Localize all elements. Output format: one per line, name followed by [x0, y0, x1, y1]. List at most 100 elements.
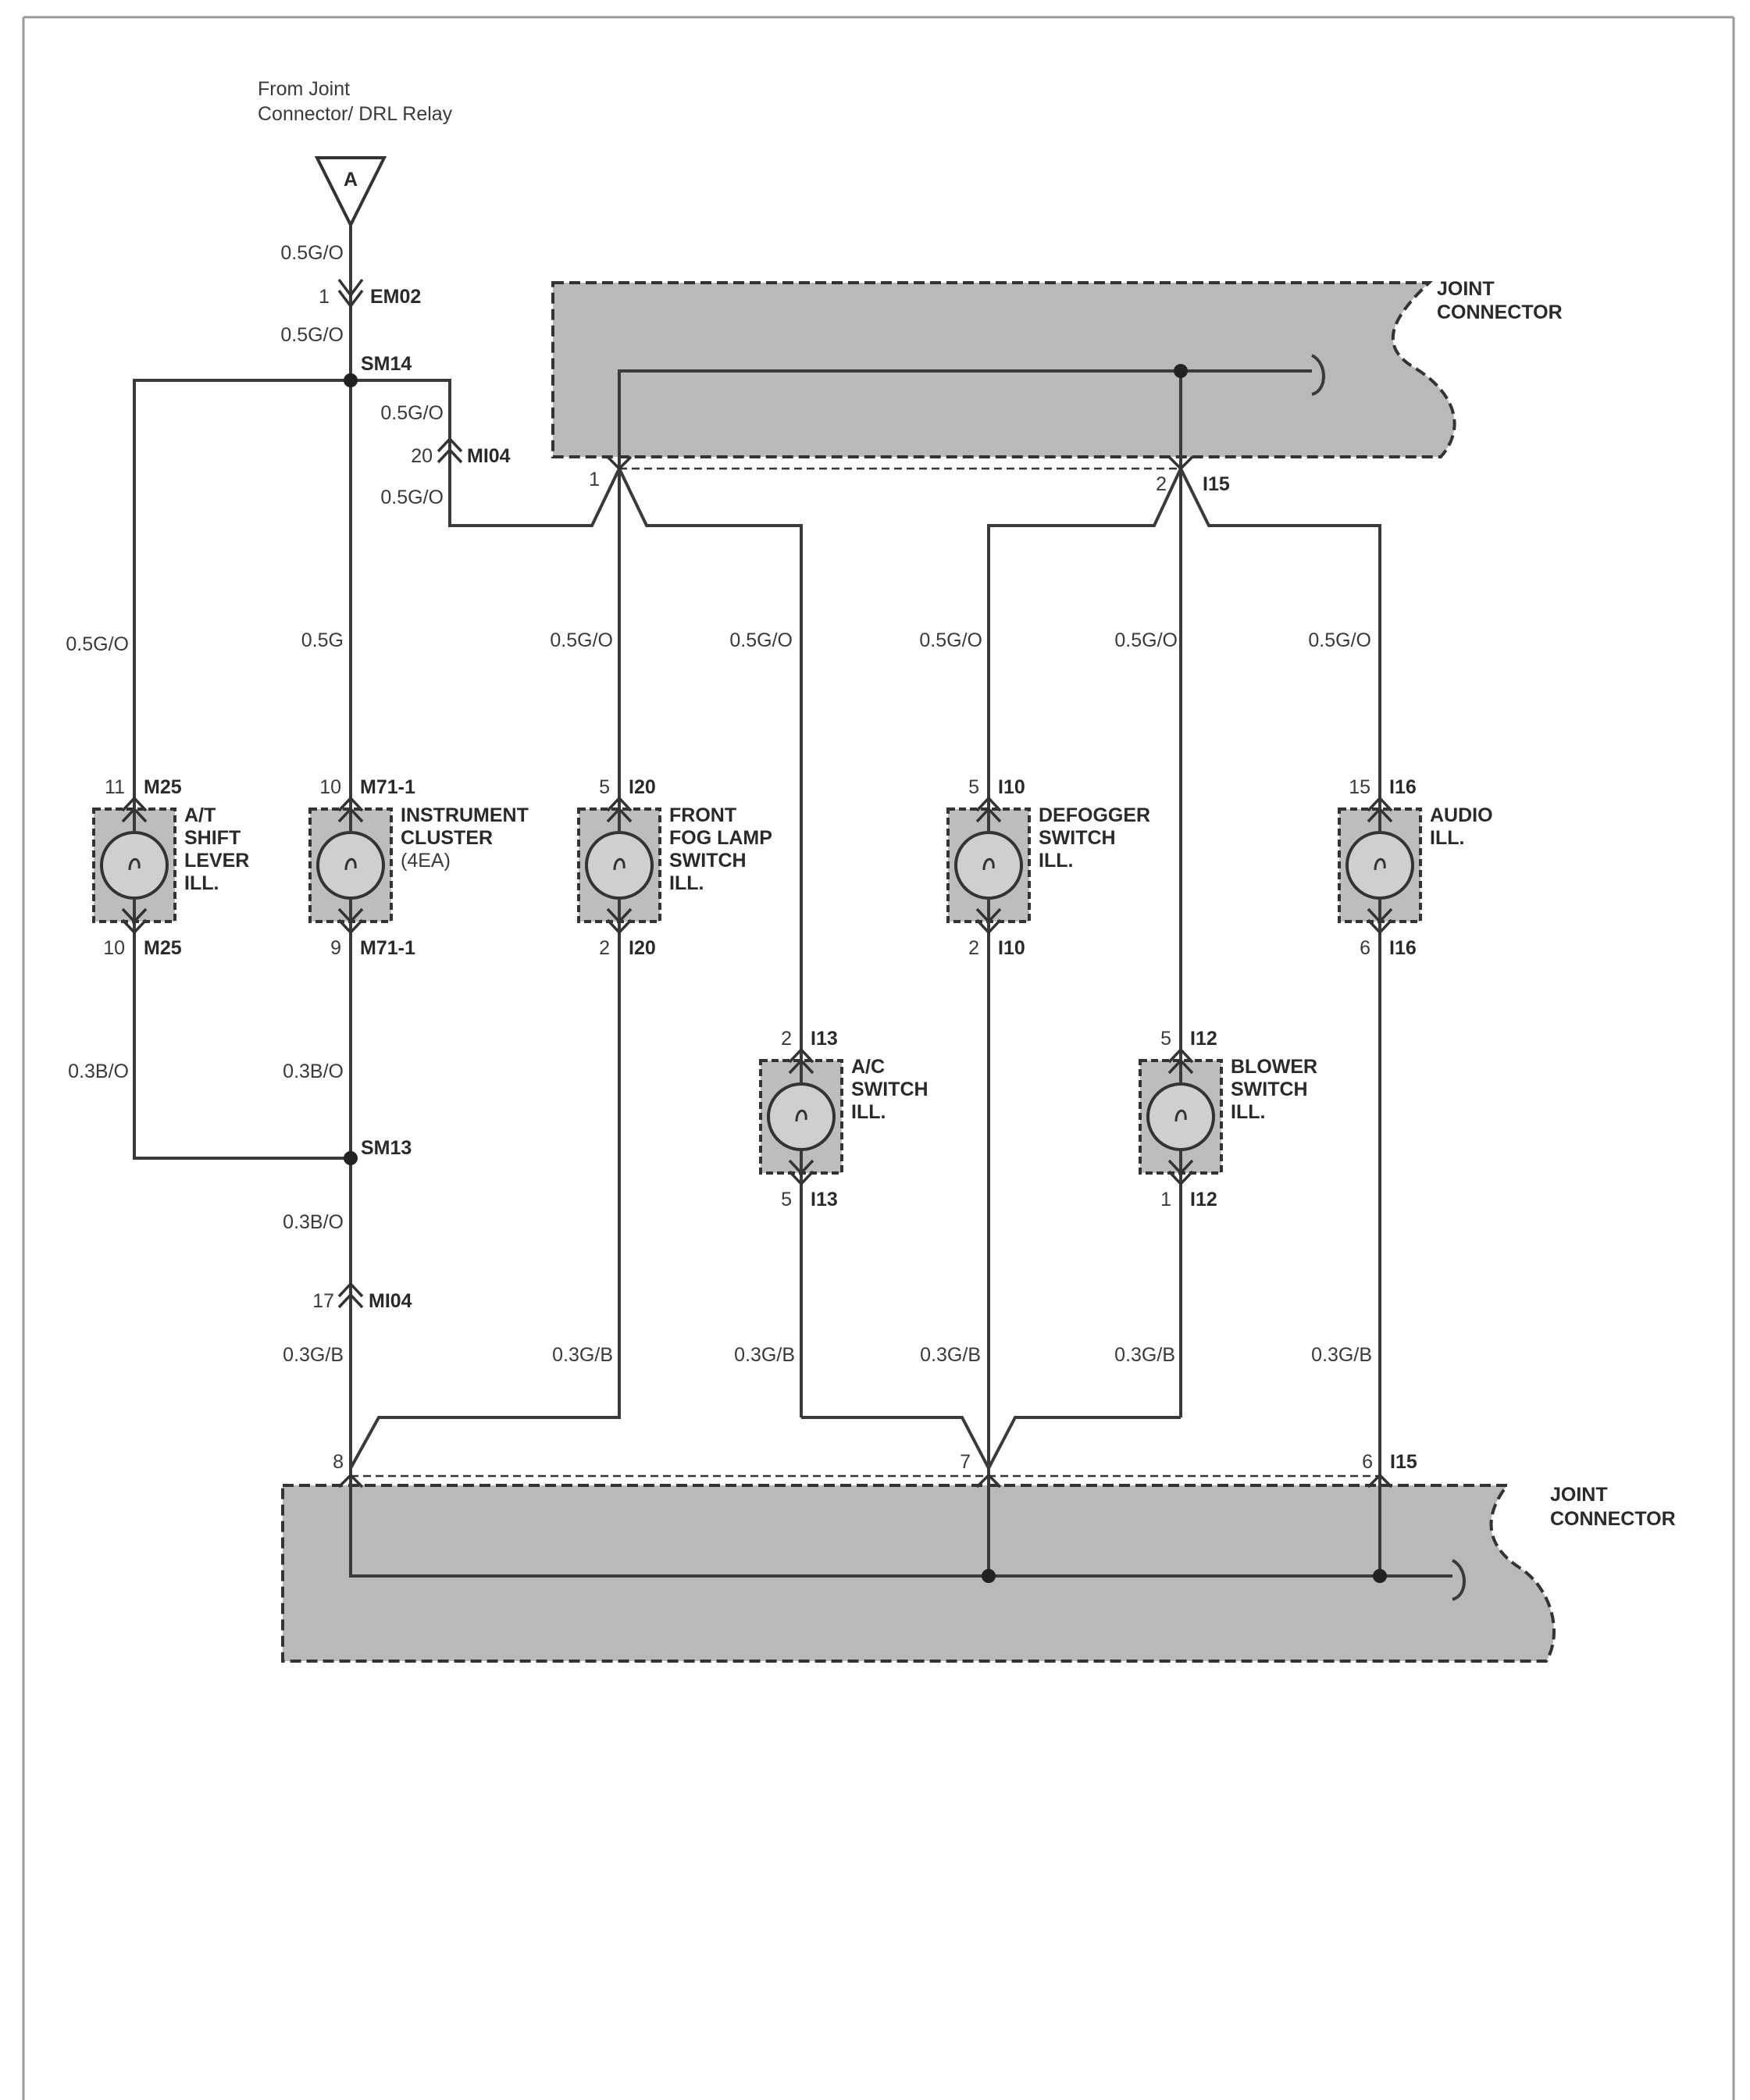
top-connector-code: M71-1 — [360, 776, 415, 798]
splice-sm13-label: SM13 — [361, 1137, 412, 1159]
joint-bottom-dot-right — [1373, 1569, 1387, 1583]
component-name-line: AUDIO — [1430, 804, 1493, 826]
joint-connector-top-title2: CONNECTOR — [1437, 301, 1563, 323]
wire-label: 0.3G/B — [283, 1344, 344, 1366]
wire-label: 0.5G/O — [380, 487, 444, 508]
pin-down-icon — [1167, 1170, 1194, 1186]
component-name-line: DEFOGGER — [1039, 804, 1150, 826]
top-connector-code: I10 — [998, 776, 1025, 798]
component-name-line: ILL. — [669, 872, 704, 894]
component-name-line: ILL. — [851, 1101, 886, 1123]
pin-up-icon — [337, 807, 364, 823]
wire-label: 0.5G/O — [729, 629, 793, 651]
pin-up-icon — [1367, 796, 1393, 812]
top-pin-number: 10 — [319, 776, 341, 798]
lamp-filament-icon — [795, 1109, 807, 1122]
jc-bottom-pin-right: 6 — [1362, 1451, 1373, 1473]
bottom-pin-number: 2 — [599, 937, 610, 959]
pin-down-icon — [975, 907, 1002, 924]
wires — [133, 225, 1466, 1601]
jc-bottom-pin-mid: 7 — [960, 1451, 971, 1473]
lamp-filament-icon — [1374, 857, 1386, 871]
lamp-bulb-icon — [767, 1082, 836, 1151]
pin-up-icon — [121, 807, 148, 823]
top-connector-code: I16 — [1389, 776, 1417, 798]
wire-label: 0.3G/B — [1114, 1344, 1175, 1366]
top-pin-number: 5 — [599, 776, 610, 798]
lamp-filament-icon — [982, 857, 995, 871]
joint-connector-bottom-title2: CONNECTOR — [1550, 1508, 1676, 1530]
pin-up-icon — [788, 1058, 814, 1075]
wire-label: 0.5G — [301, 629, 344, 651]
pin-down-icon — [1367, 907, 1393, 924]
splice-sm13-dot — [344, 1151, 358, 1165]
wire-label: 0.5G/O — [66, 633, 129, 655]
lamp-filament-icon — [344, 857, 357, 871]
joint-top-dot — [1174, 364, 1188, 378]
source-triangle-icon — [314, 156, 387, 229]
wire-label: 0.3G/B — [552, 1344, 613, 1366]
mi04-top-code: MI04 — [467, 445, 511, 467]
component-name-line: ILL. — [1430, 827, 1464, 849]
jc-bottom-code: I15 — [1390, 1451, 1417, 1473]
connector-em02: 1 EM02 — [319, 278, 421, 308]
wire-label: 0.3B/O — [283, 1211, 344, 1233]
component-name-line: A/T — [184, 804, 216, 826]
wire-label: 0.3G/B — [734, 1344, 795, 1366]
component-name-line: CLUSTER — [401, 827, 493, 849]
top-connector-code: I20 — [629, 776, 656, 798]
component-name-line: ILL. — [1039, 850, 1073, 872]
component-name-line: SWITCH — [1039, 827, 1116, 849]
pin-up-icon — [1167, 1047, 1194, 1064]
pin-down-icon — [121, 918, 148, 935]
component-name-line: ILL. — [1231, 1101, 1265, 1123]
top-pin-number: 5 — [1160, 1028, 1171, 1050]
component-name-line: SWITCH — [851, 1079, 928, 1100]
bottom-pin-number: 6 — [1360, 937, 1370, 959]
pin-down-icon — [788, 1159, 814, 1175]
component-name-line: (4EA) — [401, 850, 451, 872]
jc-top-pin-right: 2 — [1156, 473, 1167, 495]
em02-pin: 1 — [319, 286, 330, 308]
jc-bottom-pin7-icon — [975, 1473, 1002, 1489]
lamp-filament-icon — [1174, 1109, 1187, 1122]
pin-down-icon — [606, 918, 633, 935]
pin-up-icon — [975, 807, 1002, 823]
component-name-line: INSTRUMENT — [401, 804, 529, 826]
wire-label: 0.3B/O — [68, 1061, 129, 1082]
bottom-connector-code: I20 — [629, 937, 656, 959]
component-name-line: LEVER — [184, 850, 249, 872]
bottom-connector-code: I10 — [998, 937, 1025, 959]
lamp-bulb-icon — [1146, 1082, 1215, 1151]
wire-label: 0.5G/O — [280, 242, 344, 264]
mi04-bottom-code: MI04 — [369, 1290, 412, 1312]
wire-label: 0.3G/B — [1311, 1344, 1372, 1366]
lamp-bulb-icon — [585, 831, 654, 900]
component-name-line: BLOWER — [1231, 1056, 1317, 1078]
pin-up-icon — [1367, 807, 1393, 823]
pin-down-icon — [1167, 1159, 1194, 1175]
lamp-bulb-icon — [1345, 831, 1414, 900]
joint-bottom-dot-mid — [982, 1569, 996, 1583]
source-symbol: A — [344, 169, 358, 191]
component-name-line: SWITCH — [1231, 1079, 1308, 1100]
top-pin-number: 11 — [105, 776, 125, 798]
joint-connector-bottom-block — [281, 1484, 1556, 1663]
wire-label: 0.5G/O — [550, 629, 613, 651]
pin-down-icon — [788, 1170, 814, 1186]
wire-label: 0.5G/O — [280, 324, 344, 346]
em02-code: EM02 — [370, 286, 421, 308]
component-name-line: SWITCH — [669, 850, 747, 872]
jc-top-code: I15 — [1203, 473, 1230, 495]
lamp-filament-icon — [613, 857, 626, 871]
bottom-connector-code: I13 — [811, 1189, 838, 1210]
pin-up-icon — [975, 796, 1002, 812]
top-connector-code: I13 — [811, 1028, 838, 1050]
